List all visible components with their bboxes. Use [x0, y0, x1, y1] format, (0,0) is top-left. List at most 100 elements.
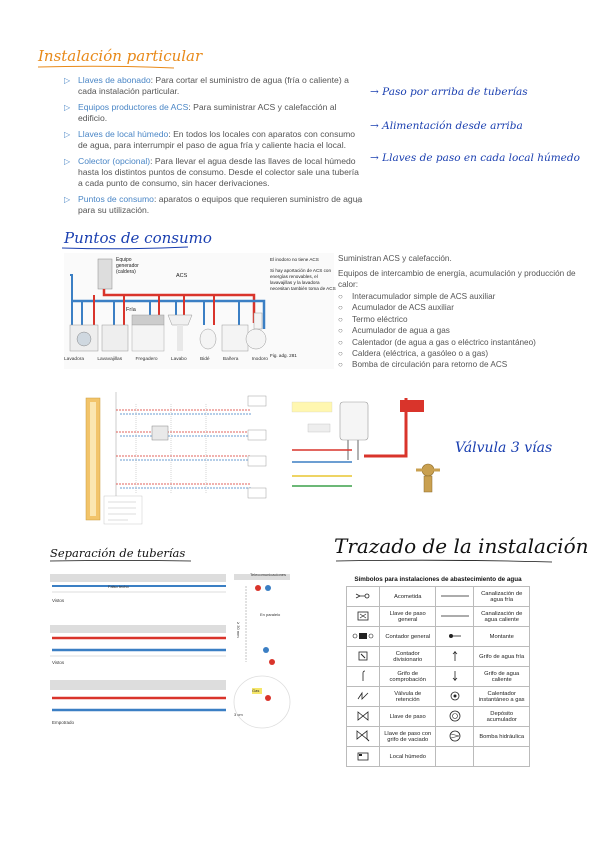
- symbol-label: Contador divisionario: [379, 646, 437, 667]
- deposito-icon: [435, 706, 475, 727]
- equipment-item: Bomba de circulación para retorno de ACS: [338, 359, 583, 371]
- llave-vaciado-icon: [345, 726, 381, 747]
- symbol-label: Llave de paso general: [379, 606, 437, 627]
- table-title: Símbolos para instalaciones de abastecim…: [354, 576, 522, 583]
- handwritten-note-3: → Llaves de paso en cada local húmedo: [370, 152, 580, 164]
- equipment-item: Acumulador de agua a gas: [338, 325, 583, 337]
- bullet-term: Llaves de local húmedo: [78, 129, 169, 139]
- label-paralelo: En paralelo: [260, 612, 281, 617]
- appliance-label: Bidé: [199, 357, 210, 362]
- equipment-item: Acumulador de ACS auxiliar: [338, 302, 583, 314]
- puntos-consumo-text: Suministran ACS y calefacción. Equipos d…: [338, 253, 583, 371]
- acs-label: ACS: [176, 273, 188, 279]
- title-underline: [37, 65, 175, 69]
- simbolos-table-wrap: Símbolos para instalaciones de abastecim…: [345, 576, 530, 767]
- handwritten-valve-note: Válvula 3 vías: [455, 440, 553, 456]
- triangle-icon: ▷: [64, 130, 71, 139]
- bullet-term: Llaves de abonado: [78, 75, 151, 85]
- symbol-label: Canalización de agua fría: [473, 586, 530, 607]
- appliance-label: Inodoro: [251, 357, 268, 362]
- title-underline: [49, 560, 192, 562]
- section-title-puntos: Puntos de consumo: [64, 229, 212, 247]
- bullet-text: : Para llevar el agua desde las llaves d…: [78, 156, 359, 188]
- symbol-label: [473, 746, 530, 767]
- equipo-label: Equipo generador (caldera): [116, 257, 139, 275]
- symbol-label: Llave de paso: [379, 706, 437, 727]
- triangle-icon: ▷: [64, 195, 71, 204]
- bullet-text: : Para suministrar ACS y calefacción al …: [78, 102, 337, 123]
- triangle-icon: ▷: [64, 157, 71, 166]
- symbol-label: Grifo de comprobación: [379, 666, 437, 687]
- boiler-figure: [288, 388, 450, 498]
- subheading-text: Equipos de intercambio de energía, acumu…: [338, 269, 576, 289]
- acometida-icon: [345, 586, 381, 607]
- bullet-item: ▷ Puntos de consumo: aparatos o equipos q…: [64, 194, 364, 216]
- fig-ref: Fig. adg. 281: [270, 353, 297, 358]
- section-title-separacion: Separación de tuberías: [50, 546, 186, 560]
- title-underline: [335, 559, 553, 563]
- page-number: 34: [356, 199, 362, 205]
- label-30mm: ≥ 30 mm: [236, 622, 241, 638]
- bullet-item: ▷Llaves de abonado: Para cortar el sumin…: [64, 75, 364, 97]
- symbol-label: Calentador instantáneo a gas: [473, 686, 530, 707]
- local-humedo-icon: [345, 746, 381, 767]
- montante-icon: [435, 626, 475, 647]
- section-title-instalacion: Instalación particular: [38, 47, 203, 65]
- agua-caliente-line-icon: [435, 606, 475, 627]
- symbol-label: Local húmedo: [379, 746, 437, 767]
- appliance-label: Fregadero: [135, 357, 158, 362]
- llave-paso-general-icon: [345, 606, 381, 627]
- appliance-label: Lavadora: [64, 357, 85, 362]
- bullet-term: Puntos de consumo: [78, 194, 154, 204]
- symbol-row: Llave de paso general Canalización de agu…: [345, 606, 530, 627]
- grifo-caliente-icon: [435, 666, 475, 687]
- title-underline: [61, 246, 189, 250]
- contador-divisionario-icon: [345, 646, 381, 667]
- bullet-item: ▷ Llaves de local húmedo: En todos los lo…: [64, 129, 364, 151]
- label-telecom: Telecomunicaciones: [250, 572, 287, 577]
- symbol-label: Contador general: [379, 626, 437, 647]
- handwritten-note-2: → Alimentación desde arriba: [370, 120, 523, 132]
- equipment-item: Caldera (eléctrica, a gasóleo o a gas): [338, 348, 583, 360]
- fria-label: Fría: [126, 307, 136, 313]
- appliance-label: Lavavajillas: [97, 357, 123, 362]
- label-gas: Gas: [252, 688, 260, 693]
- schematic-building-figure: [76, 384, 274, 534]
- intro-text: Suministran ACS y calefacción.: [338, 254, 452, 263]
- equipment-item: Calentador (de agua a gas o eléctrico in…: [338, 337, 583, 349]
- grifo-comprobacion-icon: [345, 666, 381, 687]
- empty-icon: [435, 746, 475, 767]
- label-vistos-2: Vistos: [52, 660, 65, 665]
- equipment-item: Interacumulador simple de ACS auxiliar: [338, 291, 583, 303]
- label-vistos-1: Vistos: [52, 598, 65, 603]
- label-falso-techo: Falso techo: [108, 584, 129, 589]
- symbol-row: Grifo de comprobación Grifo de agua calie…: [345, 666, 530, 687]
- bullet-item: ▷ Equipos productores de ACS: Para sumini…: [64, 102, 364, 124]
- symbol-label: Grifo de agua caliente: [473, 666, 530, 687]
- symbol-label: Bomba hidráulica: [473, 726, 530, 747]
- calentador-icon: [435, 686, 475, 707]
- symbol-label: Llave de paso con grifo de vaciado: [379, 726, 437, 747]
- bullet-item: ▷Colector (opcional): Para llevar el agu…: [64, 156, 364, 189]
- symbol-label: Grifo de agua fría: [473, 646, 530, 667]
- bullet-term: Equipos productores de ACS: [78, 102, 189, 112]
- section-title-trazado: Trazado de la instalación: [334, 534, 589, 558]
- llave-paso-icon: [345, 706, 381, 727]
- bullet-text: : aparatos o equipos que requieren sumin…: [78, 194, 363, 215]
- symbol-label: Canalización de agua caliente: [473, 606, 530, 627]
- triangle-icon: ▷: [64, 76, 71, 85]
- triangle-icon: ▷: [64, 103, 71, 112]
- label-empotrado: Empotrado: [52, 720, 75, 725]
- separacion-figure: Vistos Vistos Empotrado Falso techo: [48, 570, 228, 735]
- appliance-label: Bañera: [222, 357, 239, 362]
- agua-fria-line-icon: [435, 586, 475, 607]
- symbol-row: Llave de paso con grifo de vaciado Bomba …: [345, 726, 530, 747]
- bullet-text: : En todos los locales con aparatos con …: [78, 129, 356, 150]
- symbol-row: Contador divisionario Grifo de agua fría: [345, 646, 530, 667]
- bomba-icon: [435, 726, 475, 747]
